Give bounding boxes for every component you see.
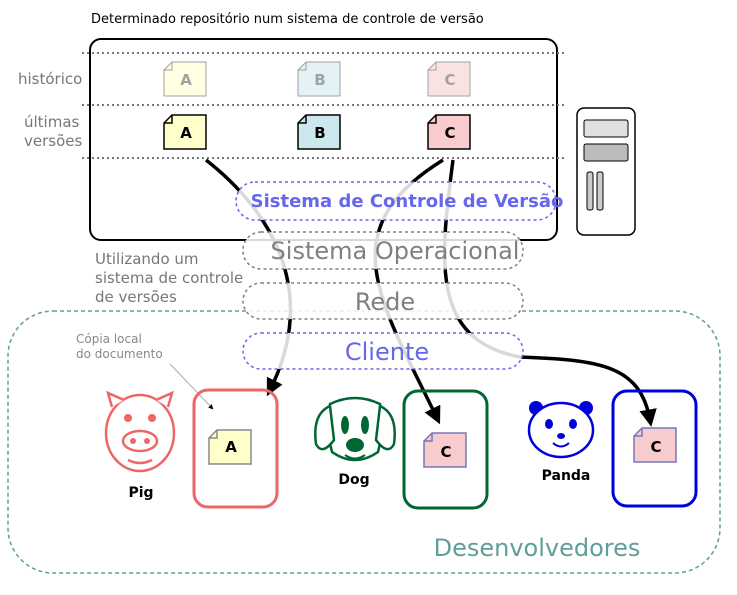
developers-label: Desenvolvedores [434, 534, 641, 562]
layer-vcs-label: Sistema de Controle de Versão [251, 191, 564, 212]
pig-icon [104, 390, 176, 473]
diagram-title: Determinado repositório num sistema de c… [91, 12, 484, 27]
dog-icon [314, 396, 396, 462]
latest-doc-a: A [163, 114, 207, 150]
local-copy-line2: do documento [76, 347, 163, 361]
pig-doc-a: A [208, 429, 252, 465]
latest-label-line2: versões [24, 132, 82, 150]
dog-doc-c-label: C [440, 443, 451, 461]
using-line1: Utilizando um [95, 250, 199, 268]
layer-network [242, 282, 524, 320]
panda-label: Panda [542, 468, 591, 484]
layer-os-label: Sistema Operacional [271, 237, 520, 265]
latest-label-line1: últimas [24, 113, 80, 131]
pig-doc-a-label: A [225, 438, 237, 456]
history-doc-a-label: A [180, 71, 192, 89]
panda-doc-c-label: C [650, 438, 661, 456]
history-doc-b: B [297, 61, 341, 97]
latest-doc-c: C [427, 114, 471, 150]
local-copy-line1: Cópia local [76, 332, 142, 346]
pig-workspace [192, 388, 279, 509]
dog-doc-c: C [423, 432, 467, 468]
layer-network-label: Rede [355, 288, 415, 316]
layer-client [242, 332, 524, 370]
server-icon [576, 107, 636, 236]
history-doc-a: A [164, 62, 206, 96]
panda-doc-c: C [633, 427, 677, 463]
panda-icon [527, 401, 595, 459]
latest-doc-c-label: C [444, 124, 455, 142]
panda-workspace [611, 389, 698, 508]
history-doc-c-label: C [444, 71, 455, 89]
using-line3: de versões [95, 288, 177, 306]
latest-doc-a-label: A [180, 124, 192, 142]
history-label: histórico [18, 70, 82, 88]
latest-doc-b: B [297, 114, 341, 150]
using-line2: sistema de controle [95, 269, 243, 287]
dog-workspace [402, 389, 489, 510]
history-doc-c: C [427, 61, 471, 97]
layer-os [242, 231, 524, 270]
layer-client-label: Cliente [345, 338, 429, 366]
layer-vcs [235, 181, 557, 221]
latest-doc-b-label: B [314, 124, 325, 142]
local-copy-pointer [169, 363, 214, 410]
pig-label: Pig [128, 485, 153, 501]
dog-label: Dog [338, 472, 369, 488]
history-doc-b-label: B [314, 71, 325, 89]
